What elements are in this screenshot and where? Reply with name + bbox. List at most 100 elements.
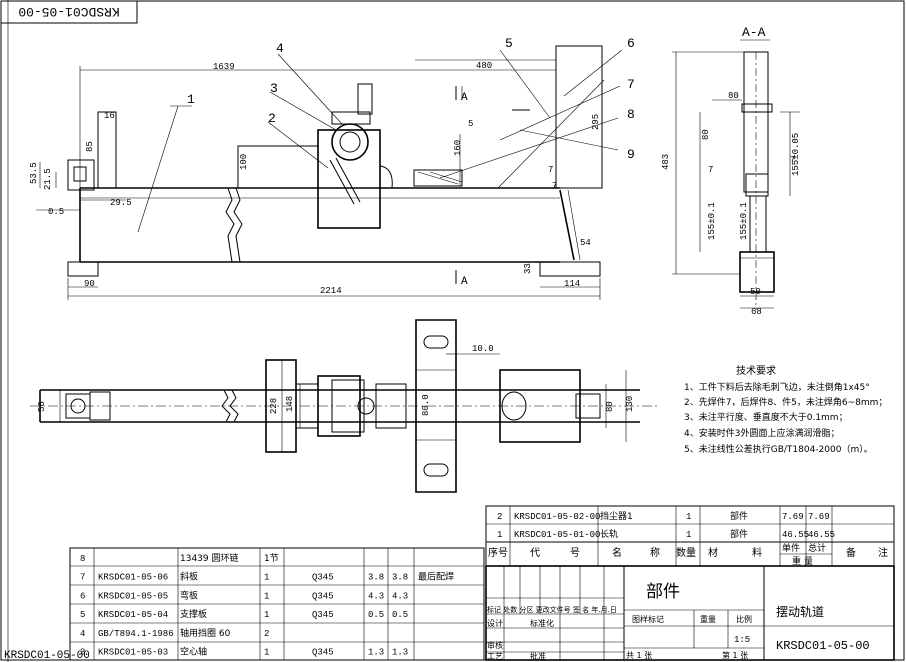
bom-header: 序号 代 号 名 称 数量 材 料 单件 总计 重 量 备 注 <box>488 542 888 567</box>
svg-text:46.55: 46.55 <box>808 530 835 540</box>
bom-cell: 1.3 <box>368 648 384 658</box>
dim-480: 480 <box>476 61 492 71</box>
svg-text:数量: 数量 <box>676 546 696 559</box>
tech-line-3: 3、未注平行度、垂直度不大于0.1mm； <box>684 411 848 423</box>
svg-text:KRSDC01-05-02-00: KRSDC01-05-02-00 <box>514 512 600 522</box>
dim-10: 10.0 <box>472 344 494 354</box>
bom-cell: 2 <box>264 629 269 639</box>
lower-bom <box>69 547 485 661</box>
title-weight-label: 重量 <box>700 614 716 624</box>
weld-7-b: 7 <box>552 181 557 191</box>
bom-cell: 3.8 <box>368 573 384 583</box>
bom-cell: 1节 <box>264 553 279 564</box>
top-number-box <box>0 0 138 24</box>
svg-text:代: 代 <box>530 547 540 559</box>
bom-cell: 轴用挡圈 60 <box>180 627 231 639</box>
upper-bom-row-1: 1 KRSDC01-05-01-00 长轨 1 部件 46.55 46.55 <box>497 528 835 540</box>
bom-cell: KRSDC01-05-04 <box>98 610 168 620</box>
plan-view <box>30 319 660 493</box>
bom-cell: 弯板 <box>180 589 198 601</box>
svg-text:部件: 部件 <box>730 528 748 540</box>
bom-cell: 6 <box>80 591 85 601</box>
title-standardize: 标准化 <box>530 618 554 628</box>
bom-cell: 4.3 <box>368 591 384 601</box>
svg-text:总计: 总计 <box>808 542 826 554</box>
svg-text:46.55: 46.55 <box>782 530 809 540</box>
bom-cell: KRSDC01-05-05 <box>98 591 168 601</box>
top-drawing-number: KRSDC01-05-00 <box>18 4 119 19</box>
title-review: 审核 <box>487 640 503 650</box>
dim-114: 114 <box>564 279 580 289</box>
bom-cell: 0.5 <box>392 610 408 620</box>
bom-cell: 4.3 <box>392 591 408 601</box>
bom-cell: Q345 <box>312 591 334 601</box>
svg-text:料: 料 <box>752 546 762 559</box>
bom-cell: 1 <box>264 648 269 658</box>
section-title: A-A <box>742 25 766 40</box>
svg-text:2: 2 <box>497 512 502 522</box>
weld-7-a: 7 <box>548 165 553 175</box>
bom-cell: 1.3 <box>392 648 408 658</box>
tech-line-5: 5、未注线性公差执行GB/T1804-2000（m）。 <box>684 443 873 455</box>
bom-cell: 斜板 <box>180 571 198 583</box>
bom-cell: 7 <box>80 573 85 583</box>
bom-row: 6 KRSDC01-05-05 弯板 1 Q345 4.3 4.3 <box>80 589 408 601</box>
svg-text:序号: 序号 <box>488 546 508 559</box>
bottom-drawing-number: KRSDC01-05-00 <box>4 650 90 662</box>
dim-160: 160 <box>453 140 463 156</box>
dim-80-d: 80 <box>605 401 615 412</box>
title-number: KRSDC01-05-00 <box>776 639 870 653</box>
upper-bom-row-2: 2 KRSDC01-05-02-00 挡尘器1 1 部件 7.69 7.69 <box>497 510 830 522</box>
svg-text:7.69: 7.69 <box>808 512 830 522</box>
bom-cell: Q345 <box>312 648 334 658</box>
bom-cell: 4 <box>80 629 85 639</box>
svg-text:1: 1 <box>686 530 691 540</box>
dim-80-c: 80.0 <box>421 394 431 416</box>
bom-cell: 1 <box>264 591 269 601</box>
technical-requirements: 技术要求 1、工件下料后去除毛刺飞边，未注倒角1x45° 2、先焊件7，后焊件8… <box>684 364 887 455</box>
svg-text:1: 1 <box>497 530 502 540</box>
section-view <box>672 51 800 310</box>
tech-title: 技术要求 <box>736 364 776 377</box>
bom-cell: 1 <box>264 610 269 620</box>
weld-7-c: 7 <box>708 165 713 175</box>
callout-1: 1 <box>187 92 195 107</box>
dim-100: 100 <box>239 154 249 170</box>
callout-2: 2 <box>268 111 276 126</box>
title-sheet-no: 第 1 张 <box>722 650 748 660</box>
dim-483: 483 <box>661 154 671 170</box>
title-stage-mark: 图样标记 <box>632 614 664 624</box>
title-scale: 1:5 <box>734 635 750 645</box>
callout-6: 6 <box>627 36 635 51</box>
section-mark-bottom: A <box>461 276 468 288</box>
dim-148: 148 <box>285 396 295 412</box>
dim-80-b: 80 <box>701 129 711 140</box>
dim-85: 85 <box>85 141 95 152</box>
tech-line-1: 1、工件下料后去除毛刺飞边，未注倒角1x45° <box>684 381 870 393</box>
dim-54: 54 <box>580 238 591 248</box>
dim-29-5: 29.5 <box>110 198 132 208</box>
bom-cell: 3.8 <box>392 573 408 583</box>
elevation-dimensions <box>36 59 601 300</box>
svg-text:备: 备 <box>846 546 856 559</box>
svg-text:1: 1 <box>686 512 691 522</box>
dim-155-005: 155±0.05 <box>791 133 801 176</box>
title-approve: 批准 <box>530 651 546 661</box>
bom-cell: Q345 <box>312 573 334 583</box>
svg-text:号: 号 <box>570 547 580 559</box>
dim-16: 16 <box>104 111 115 121</box>
tech-line-2: 2、先焊件7，后焊件8、件5，未注焊角6~8mm； <box>684 396 887 408</box>
tech-line-4: 4、安装时件3外圆面上应涂满润滑脂； <box>684 427 839 439</box>
dim-1639: 1639 <box>213 62 235 72</box>
bom-cell: 支撑板 <box>180 608 207 620</box>
dim-155-01-a: 155±0.1 <box>707 202 717 240</box>
dim-53-5: 53.5 <box>29 162 39 184</box>
dim-2214: 2214 <box>320 286 342 296</box>
dim-155-01-b: 155±0.1 <box>739 202 749 240</box>
